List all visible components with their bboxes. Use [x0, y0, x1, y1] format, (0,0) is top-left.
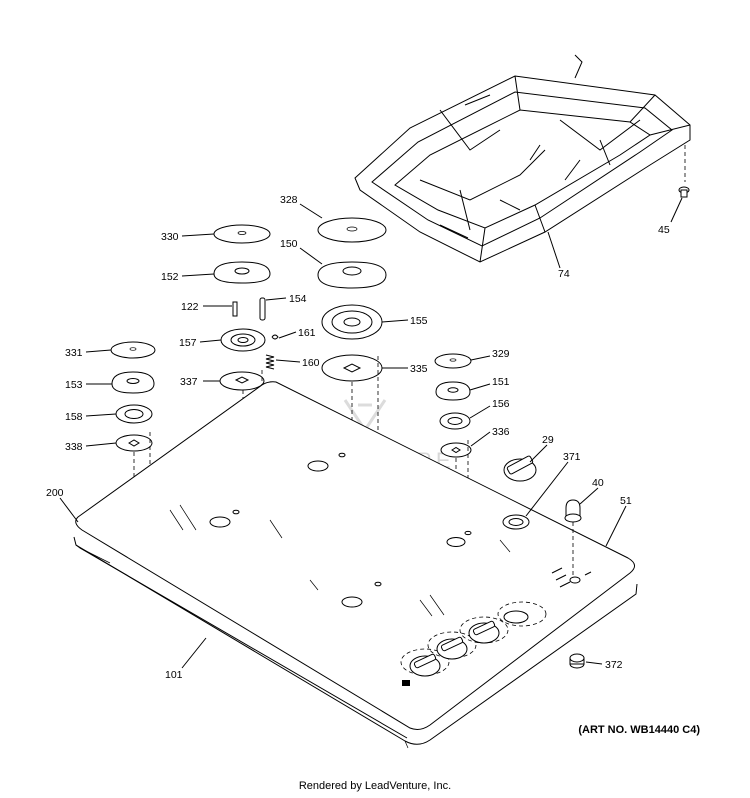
screw-122 [232, 301, 238, 317]
callout-154: 154 [289, 293, 307, 305]
clip-161 [271, 334, 279, 340]
burner-cap-328 [317, 217, 387, 243]
callout-40: 40 [592, 477, 604, 489]
callout-150: 150 [280, 238, 298, 250]
burner-cap-330 [213, 224, 271, 244]
callout-122: 122 [181, 301, 199, 313]
foot-372 [569, 653, 585, 669]
callout-155: 155 [410, 315, 428, 327]
burner-head-151 [435, 381, 471, 401]
bezel-371 [502, 514, 530, 530]
spring-160 [265, 354, 275, 370]
gasket-336 [440, 442, 472, 458]
cooktop-glass [73, 381, 638, 749]
burner-head-153 [111, 371, 155, 394]
gasket-337 [219, 371, 265, 391]
callout-51: 51 [620, 495, 632, 507]
burner-stack-left-center [213, 224, 343, 462]
burner-base-156 [439, 412, 471, 430]
callout-156: 156 [492, 398, 510, 410]
burner-stack-center [317, 217, 387, 598]
callout-160: 160 [302, 357, 320, 369]
burner-head-152 [213, 261, 271, 284]
callout-371: 371 [563, 451, 581, 463]
callout-335: 335 [410, 363, 428, 375]
gasket-338 [115, 434, 153, 452]
burner-stack-right [434, 353, 472, 538]
callout-330: 330 [161, 231, 179, 243]
callout-158: 158 [65, 411, 83, 423]
callout-101: 101 [165, 669, 183, 681]
leader-lines [59, 197, 683, 669]
cooktop-knobs [400, 616, 509, 686]
burner-grate [354, 54, 691, 263]
indicator-light-40 [564, 499, 582, 578]
callout-152: 152 [161, 271, 179, 283]
screw-45 [678, 145, 690, 198]
art-number: (ART NO. WB14440 C4) [578, 724, 700, 736]
electrode-154 [259, 297, 266, 321]
burner-base-155 [321, 304, 383, 340]
callout-161: 161 [298, 327, 316, 339]
callout-157: 157 [179, 337, 197, 349]
callout-29: 29 [542, 434, 554, 446]
burner-base-158 [115, 404, 153, 424]
callout-331: 331 [65, 347, 83, 359]
callout-336: 336 [492, 426, 510, 438]
callout-labels: 330 328 152 150 122 154 157 161 155 160 … [46, 194, 670, 681]
callout-74: 74 [558, 268, 570, 280]
callout-372: 372 [605, 659, 623, 671]
callout-151: 151 [492, 376, 510, 388]
callout-153: 153 [65, 379, 83, 391]
callout-45: 45 [658, 224, 670, 236]
burner-base-157 [220, 328, 266, 352]
callout-329: 329 [492, 348, 510, 360]
callout-337: 337 [180, 376, 198, 388]
gasket-335 [321, 354, 383, 382]
knob-29 [503, 455, 537, 482]
footer-credit: Rendered by LeadVenture, Inc. [298, 780, 452, 792]
callout-200: 200 [46, 487, 64, 499]
callout-328: 328 [280, 194, 298, 206]
callout-338: 338 [65, 441, 83, 453]
